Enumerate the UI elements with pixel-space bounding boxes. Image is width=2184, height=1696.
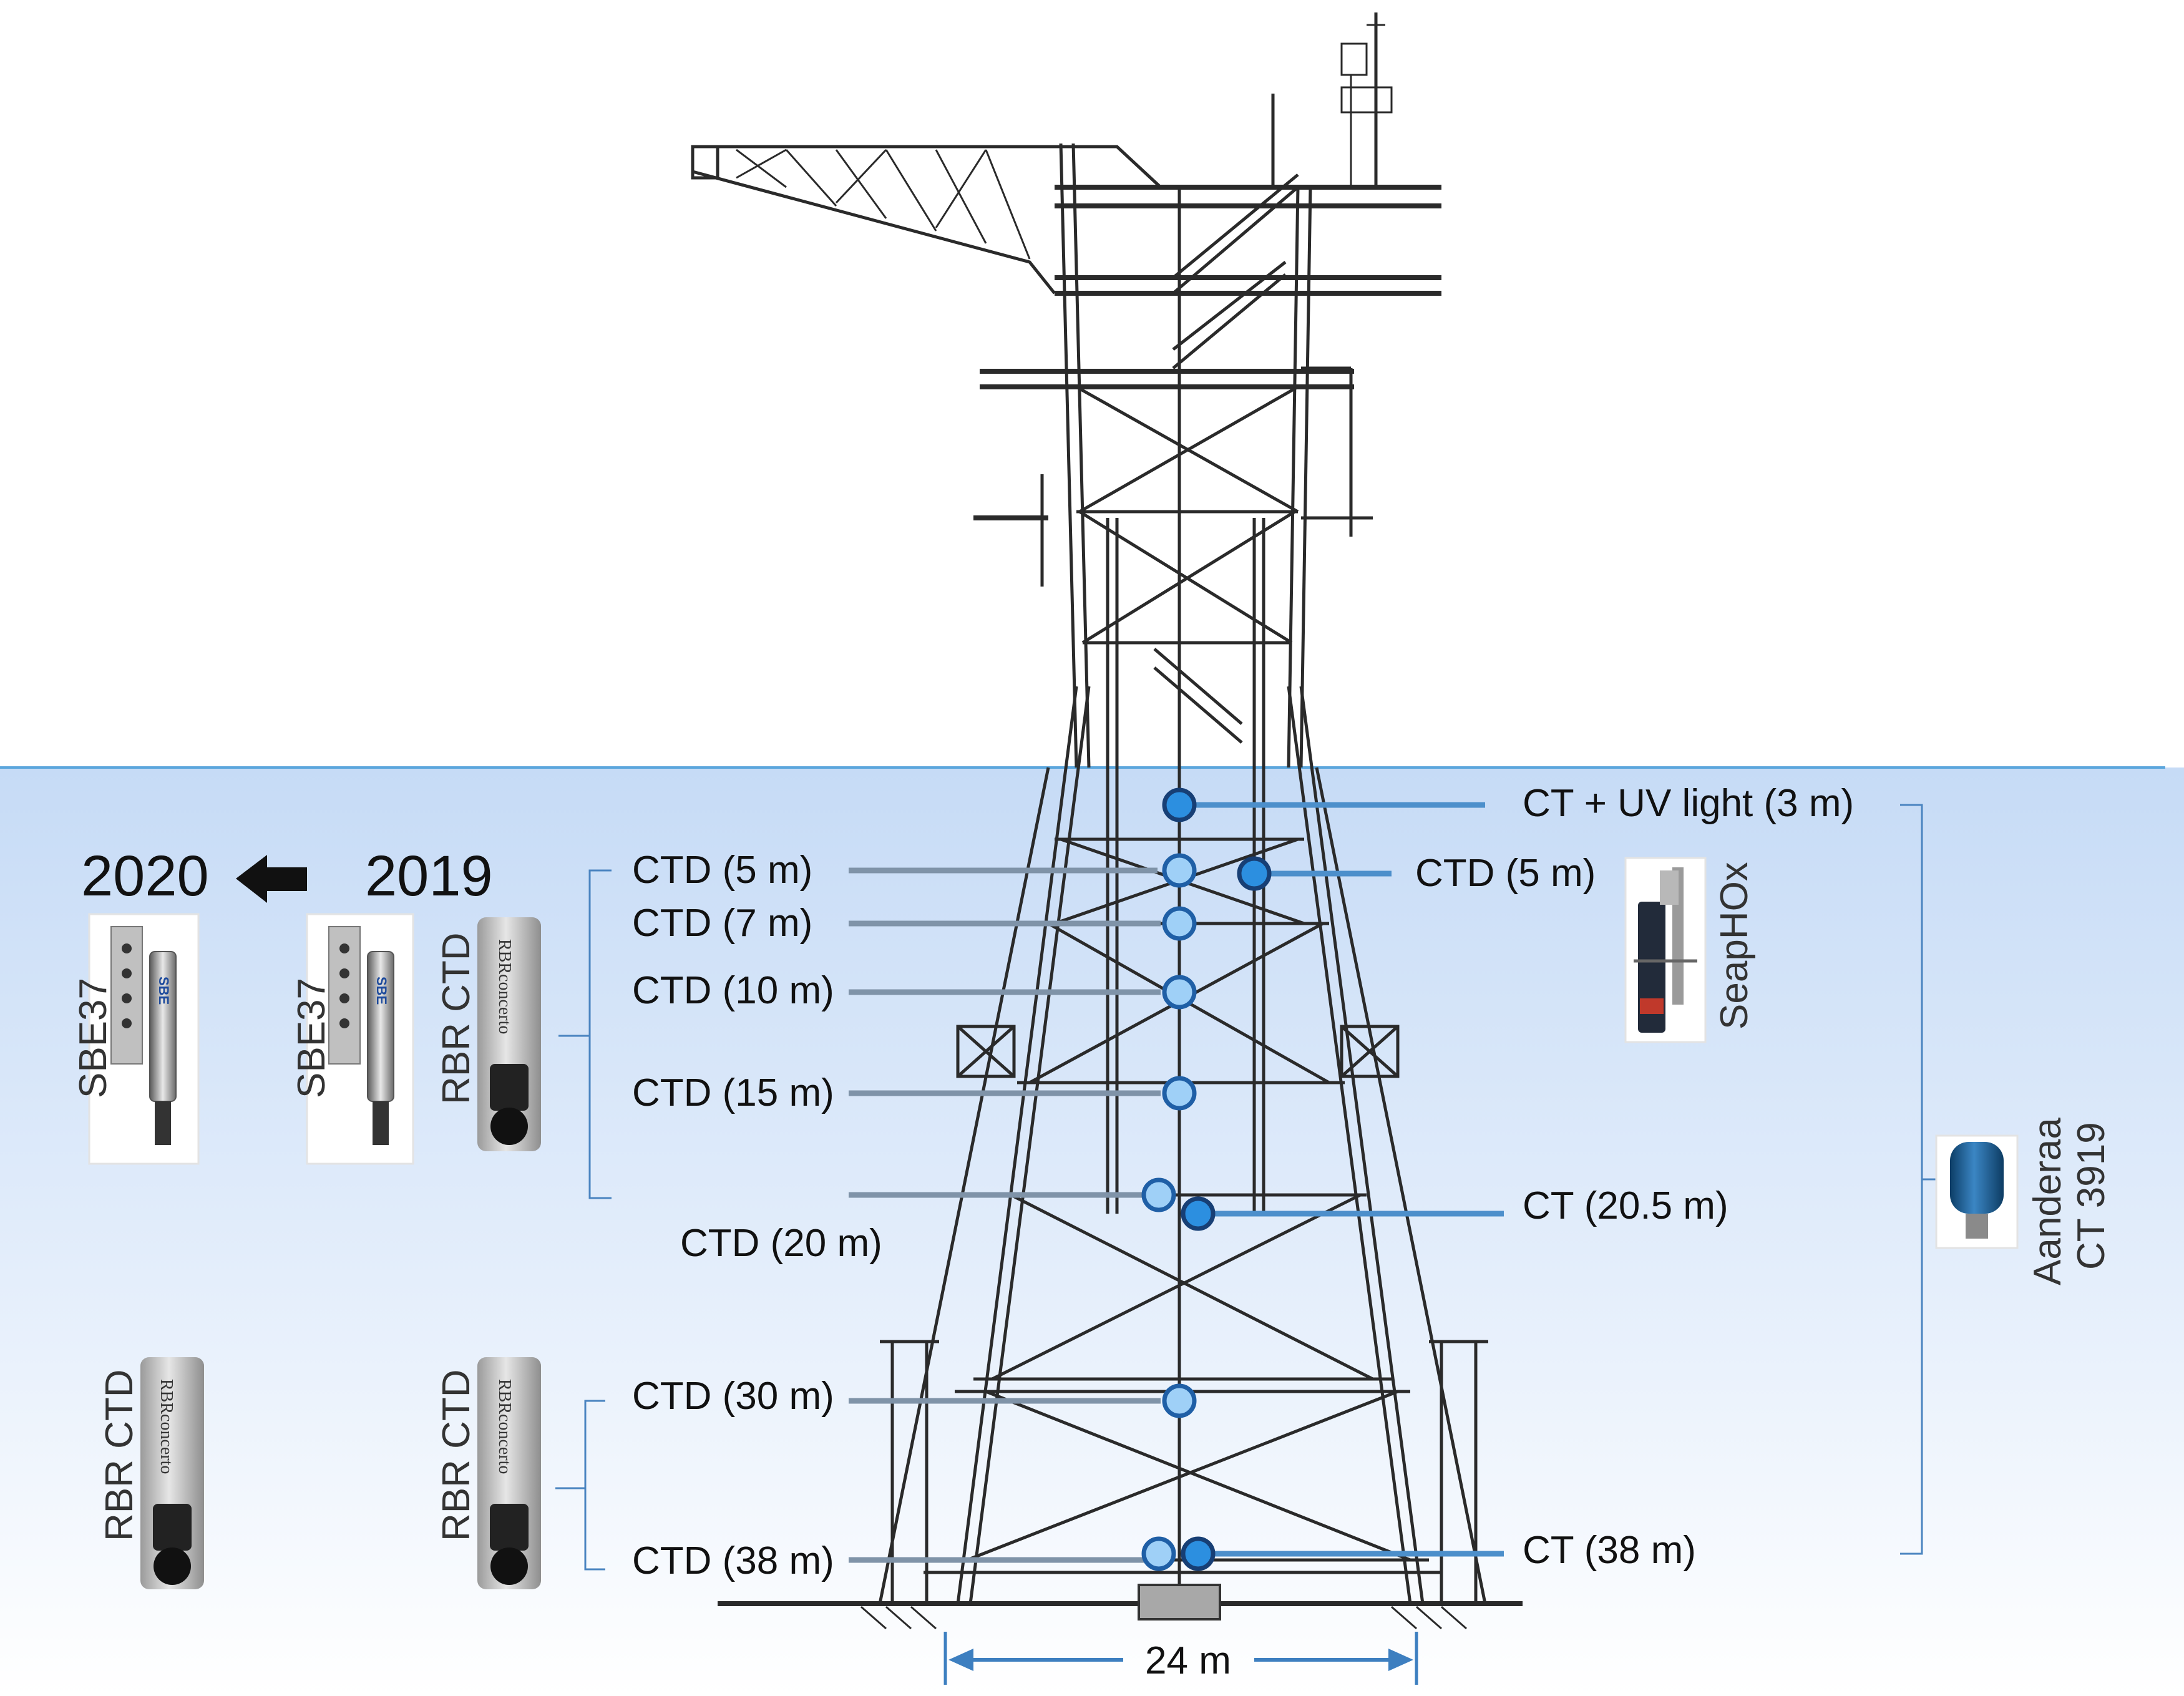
- marker-ct-38m: [1181, 1536, 1216, 1571]
- label-ctd-38m: CTD (38 m): [632, 1539, 834, 1582]
- marker-ctd-5m-right: [1237, 856, 1272, 891]
- sbe37-label-2019: SBE37: [290, 978, 333, 1098]
- sensor-markers: [1141, 787, 1272, 1571]
- aanderaa-label-line1: Aanderaa: [2026, 1118, 2069, 1285]
- sbe37-sensor-icon-2019: SBE: [306, 913, 414, 1165]
- rbr-logo-text: RBRconcerto: [157, 1379, 176, 1474]
- marker-ct-uv-3m: [1162, 787, 1197, 822]
- year-2020-label: 2020: [81, 844, 209, 908]
- base-width-label: 24 m: [1145, 1639, 1231, 1682]
- label-ct-20-5m: CT (20.5 m): [1523, 1184, 1728, 1227]
- rbr-ctd-sensor-icon-2019: RBRconcerto: [477, 917, 541, 1151]
- label-ct-38m: CT (38 m): [1523, 1529, 1696, 1572]
- sbe37-sensor-icon-2020: SBE: [88, 913, 200, 1165]
- label-ctd-7m: CTD (7 m): [632, 902, 812, 945]
- rbr-ctd-sensor-icon-2019-lower: RBRconcerto: [477, 1357, 541, 1589]
- marker-ctd-30m: [1162, 1383, 1197, 1418]
- label-ctd-10m: CTD (10 m): [632, 969, 834, 1012]
- marker-ctd-20m: [1141, 1177, 1176, 1212]
- arrow-head-right: [1388, 1649, 1413, 1671]
- seabed-anchor-weight: [1138, 1584, 1221, 1620]
- seaphox-sensor-icon: [1624, 857, 1707, 1043]
- aanderaa-sensor-icon: [1935, 1134, 2019, 1249]
- sbe-logo-text: SBE: [374, 977, 389, 1005]
- label-ctd-20m: CTD (20 m): [680, 1222, 882, 1265]
- arrow-left-icon: [236, 855, 307, 903]
- arrow-head-left: [948, 1649, 973, 1671]
- bracket-2019-upper: [558, 869, 612, 1199]
- rbr-logo-text: RBRconcerto: [495, 939, 514, 1034]
- marker-ctd-10m: [1162, 975, 1197, 1010]
- sbe37-label-2020: SBE37: [72, 978, 115, 1098]
- base-width-dimension: 24 m: [943, 1632, 1418, 1685]
- label-ctd-30m: CTD (30 m): [632, 1375, 834, 1418]
- sbe-logo-text: SBE: [156, 977, 172, 1005]
- marker-ctd-38m: [1141, 1536, 1176, 1571]
- aanderaa-label-line2: CT 3919: [2070, 1122, 2113, 1270]
- marker-ctd-15m: [1162, 1076, 1197, 1111]
- year-2019-label: 2019: [365, 844, 493, 908]
- label-ctd-5m-right: CTD (5 m): [1415, 852, 1596, 895]
- seaphox-label: SeapHOx: [1713, 862, 1756, 1030]
- label-ctd-15m: CTD (15 m): [632, 1071, 834, 1114]
- bracket-2019-lower: [555, 1400, 605, 1571]
- label-ctd-5m: CTD (5 m): [632, 849, 812, 892]
- label-ct-uv-3m: CT + UV light (3 m): [1523, 782, 1854, 825]
- marker-ct-20-5m: [1181, 1196, 1216, 1231]
- rbr-ctd-label-2019-lower: RBR CTD: [435, 1369, 478, 1541]
- rbr-logo-text: RBRconcerto: [495, 1379, 514, 1474]
- brackets: [555, 804, 1950, 1571]
- rbr-ctd-label-2019: RBR CTD: [435, 932, 478, 1104]
- leader-lines: [849, 802, 1504, 1563]
- bracket-aanderaa: [1900, 804, 1950, 1555]
- marker-ctd-5m: [1162, 853, 1197, 888]
- rbr-ctd-label-2020-lower: RBR CTD: [98, 1369, 141, 1541]
- marker-ctd-7m: [1162, 906, 1197, 941]
- rbr-ctd-sensor-icon-2020-lower: RBRconcerto: [140, 1357, 204, 1589]
- sensor-labels: CT + UV light (3 m) CTD (5 m) CTD (5 m) …: [632, 782, 1854, 1582]
- water-area: [0, 768, 2184, 1696]
